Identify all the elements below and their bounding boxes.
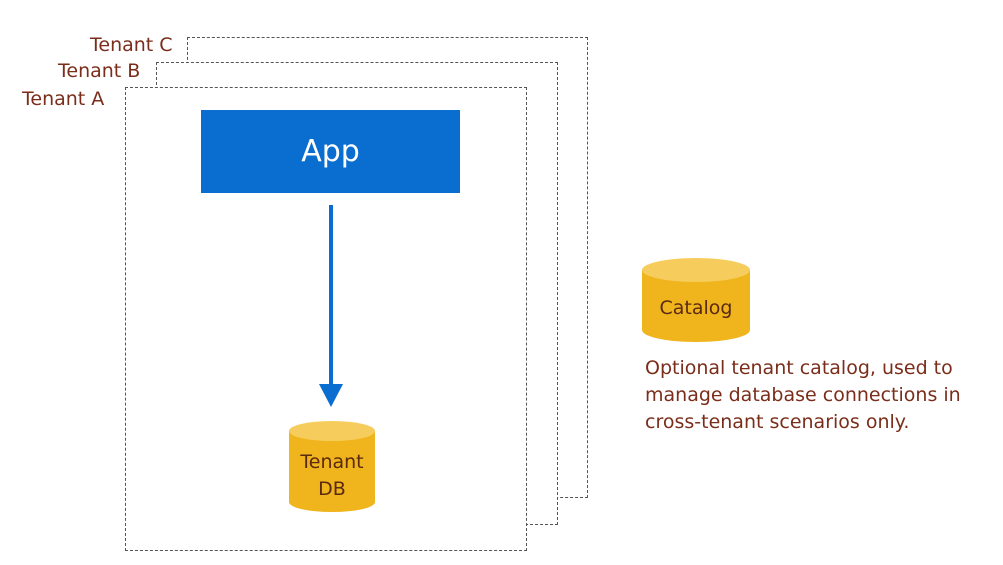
catalog-caption: Optional tenant catalog, used to manage … (645, 355, 995, 436)
catalog-cylinder-icon (642, 258, 750, 342)
catalog-label: Catalog (659, 297, 733, 319)
catalog-caption-line3: cross-tenant scenarios only. (645, 411, 910, 433)
tenant-db-cylinder-icon (289, 421, 375, 512)
app-label: App (301, 134, 360, 169)
tenant-db-line1: Tenant (300, 451, 364, 473)
tenant-db-line2: DB (318, 478, 346, 500)
catalog-caption-line1: Optional tenant catalog, used to (645, 357, 953, 379)
tenant-db-label: Tenant DB (288, 449, 376, 503)
app-to-db-arrow (319, 205, 343, 407)
tenant-b-label: Tenant B (56, 60, 143, 82)
app-box: App (201, 110, 460, 193)
tenant-a-label: Tenant A (20, 88, 107, 110)
tenant-c-label: Tenant C (88, 34, 175, 56)
catalog-caption-line2: manage database connections in (645, 384, 961, 406)
